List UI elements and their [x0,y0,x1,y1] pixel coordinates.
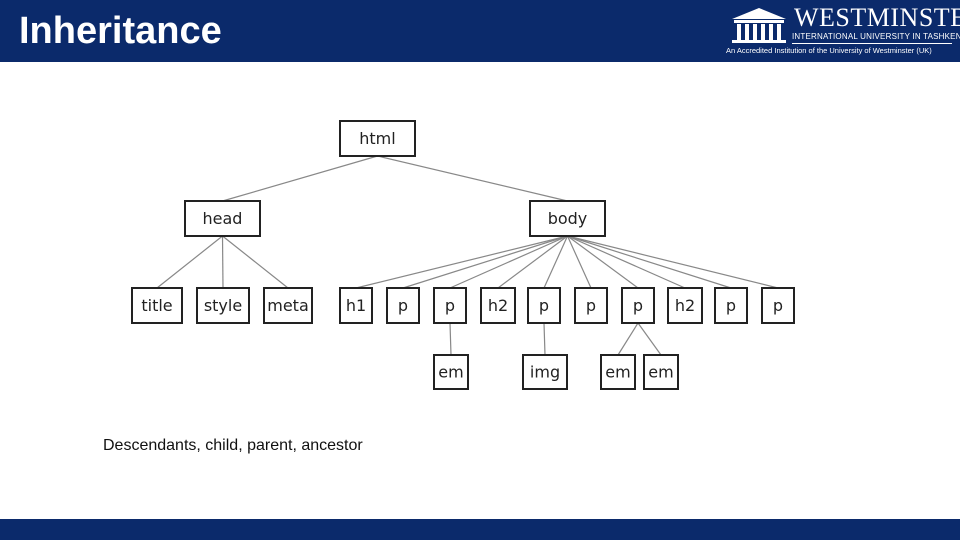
tree-node-em2: em [600,354,636,390]
node-label: p [445,296,455,315]
logo-tagline: An Accredited Institution of the Univers… [726,46,932,55]
tree-node-h2b: h2 [667,287,703,324]
node-label: meta [267,296,309,315]
node-box [184,200,261,237]
edge-body-p6 [567,235,732,289]
edge-body-h2b [567,235,686,289]
logo-divider [792,43,952,44]
node-label: p [633,296,643,315]
edge-body-h2a [497,235,568,289]
tree-node-body: body [529,200,606,237]
edge-body-p2 [449,235,568,289]
university-logo: WESTMINSTER INTERNATIONAL UNIVERSITY IN … [724,3,960,59]
node-label: h2 [488,296,508,315]
edge-body-p1 [402,235,568,289]
tree-node-h1: h1 [339,287,373,324]
edge-html-body [377,155,568,202]
edge-body-p7 [567,235,779,289]
node-label: em [648,363,673,382]
tree-node-p4: p [574,287,608,324]
node-box [339,120,416,157]
tree-node-meta: meta [263,287,313,324]
node-box [433,287,467,324]
tree-node-head: head [184,200,261,237]
node-label: p [726,296,736,315]
node-label: img [530,363,560,382]
edge-head-meta [222,235,289,289]
node-label: h1 [346,296,366,315]
node-box [527,287,561,324]
node-box [574,287,608,324]
node-box [600,354,636,390]
slide-title: Inheritance [19,10,222,52]
tree-node-em3: em [643,354,679,390]
edge-body-p3 [543,235,569,289]
node-box [339,287,373,324]
node-label: em [438,363,463,382]
edge-p2-em1 [449,322,452,356]
edge-body-p5 [567,235,639,289]
node-label: style [204,296,242,315]
node-box [667,287,703,324]
tree-node-style: style [196,287,250,324]
tree-node-title: title [131,287,183,324]
node-box [529,200,606,237]
tree-node-p3: p [527,287,561,324]
node-label: p [586,296,596,315]
edge-p5-em3 [637,322,662,356]
node-box [433,354,469,390]
slide-footer [0,519,960,540]
node-label: body [548,209,588,228]
node-box [196,287,250,324]
node-box [714,287,748,324]
tree-node-p5: p [621,287,655,324]
tree-node-html: html [339,120,416,157]
edge-body-p4 [566,235,592,289]
edge-html-head [222,155,378,202]
tree-node-img: img [522,354,568,390]
edge-p5-em2 [617,322,639,356]
edge-head-style [221,235,224,289]
node-box [263,287,313,324]
node-label: p [539,296,549,315]
node-label: h2 [675,296,695,315]
node-label: html [359,129,395,148]
node-label: title [141,296,172,315]
node-box [131,287,183,324]
logo-subtitle: INTERNATIONAL UNIVERSITY IN TASHKENT [792,32,960,41]
slide-header: Inheritance WESTMINSTER INTERNATIONAL UN… [0,0,960,62]
edge-head-title [156,235,223,289]
edge-body-h1 [355,235,568,289]
node-box [643,354,679,390]
node-label: em [605,363,630,382]
tree-node-p1: p [386,287,420,324]
node-label: p [773,296,783,315]
node-label: head [203,209,243,228]
node-box [621,287,655,324]
node-label: p [398,296,408,315]
node-box [761,287,795,324]
node-box [480,287,516,324]
edge-p3-img [543,322,546,356]
building-logo-icon [732,8,786,43]
logo-name: WESTMINSTER [794,3,960,32]
node-box [386,287,420,324]
tree-node-p2: p [433,287,467,324]
diagram-caption: Descendants, child, parent, ancestor [103,437,363,454]
tree-node-p6: p [714,287,748,324]
tree-node-em1: em [433,354,469,390]
node-box [522,354,568,390]
tree-node-p7: p [761,287,795,324]
tree-node-h2a: h2 [480,287,516,324]
